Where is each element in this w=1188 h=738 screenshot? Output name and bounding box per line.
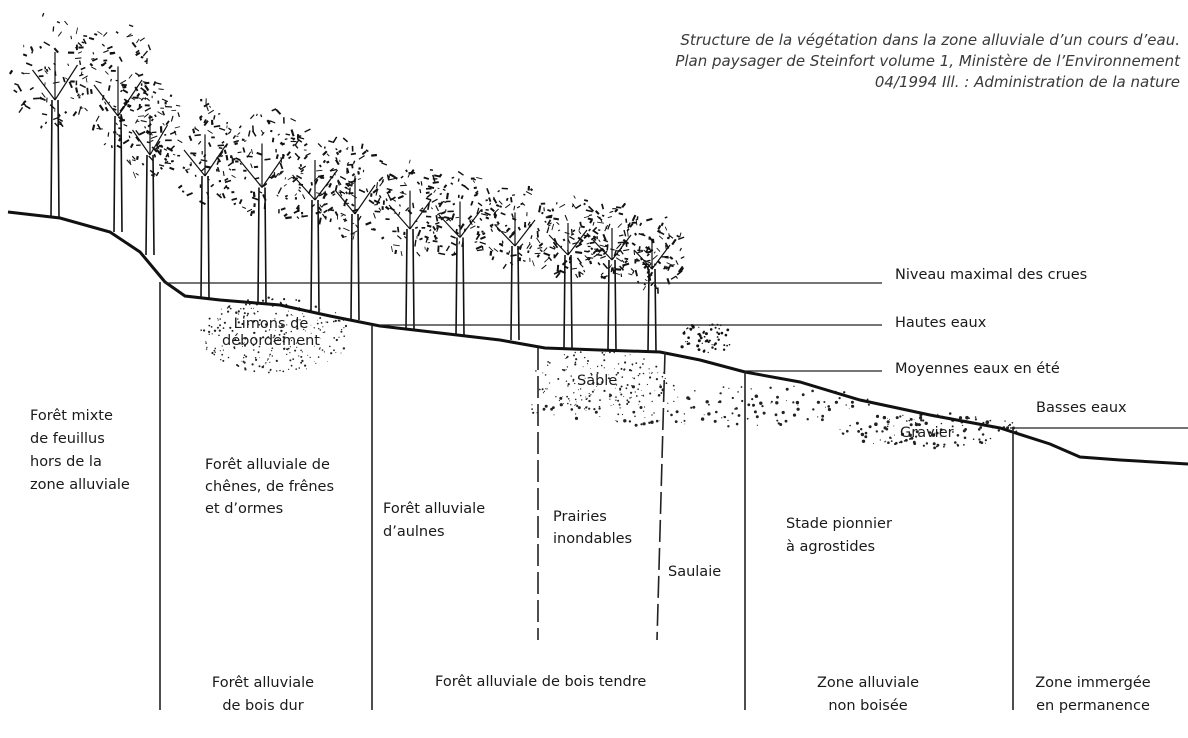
label-sand: Sable bbox=[577, 371, 617, 391]
label-alder: Forêt alluviale d’aulnes bbox=[383, 498, 485, 544]
label-summer-medium: Moyennes eaux en été bbox=[895, 359, 1060, 379]
caption-line-3: 04/1994 Ill. : Administration de la natu… bbox=[540, 72, 1180, 93]
tree-2 bbox=[70, 25, 158, 232]
caption-line-2: Plan paysager de Steinfort volume 1, Min… bbox=[540, 51, 1180, 72]
label-wet-meadows: Prairies inondables bbox=[553, 506, 632, 550]
label-oak-ash-elm: Forêt alluviale de chênes, de frênes et … bbox=[205, 454, 334, 520]
label-pioneer: Stade pionnier à agrostides bbox=[786, 513, 892, 559]
tree-4 bbox=[164, 98, 253, 298]
label-mixed-forest: Forêt mixte de feuillus hors de la zone … bbox=[30, 405, 130, 497]
label-zone-softwood: Forêt alluviale de bois tendre bbox=[435, 672, 646, 692]
label-max-flood: Niveau maximal des crues bbox=[895, 265, 1087, 285]
label-low-water: Basses eaux bbox=[1036, 398, 1127, 418]
tree-5 bbox=[217, 109, 303, 303]
willow-bush bbox=[681, 324, 731, 354]
figure-caption: Structure de la végétation dans la zone … bbox=[540, 30, 1180, 93]
tree-7 bbox=[315, 144, 396, 320]
label-gravel: Gravier bbox=[900, 423, 954, 443]
label-zone-hardwood: Forêt alluviale de bois dur bbox=[188, 672, 338, 718]
caption-line-1: Structure de la végétation dans la zone … bbox=[540, 30, 1180, 51]
tree-3 bbox=[116, 81, 180, 255]
label-high-water: Hautes eaux bbox=[895, 313, 986, 333]
tree-1 bbox=[10, 13, 98, 218]
label-willow: Saulaie bbox=[668, 562, 721, 582]
tree-8 bbox=[373, 160, 451, 330]
label-zone-non-wooded: Zone alluviale non boisée bbox=[793, 672, 943, 718]
label-zone-submerged: Zone immergée en permanence bbox=[1018, 672, 1168, 718]
tree-12 bbox=[572, 203, 650, 350]
label-silt: Limons de débordement bbox=[222, 316, 320, 350]
tree-10 bbox=[476, 186, 552, 340]
